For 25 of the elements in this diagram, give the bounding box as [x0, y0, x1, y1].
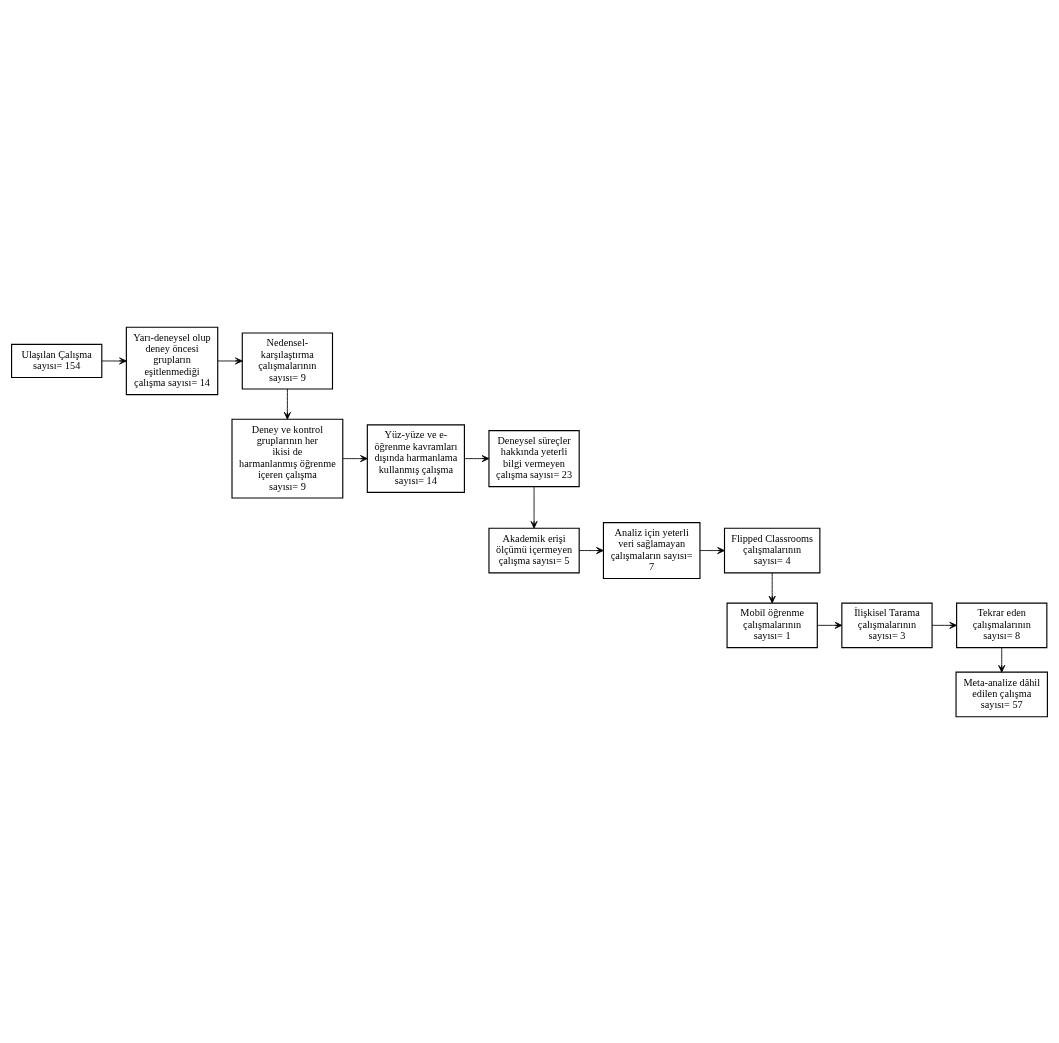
arrow [578, 546, 604, 554]
node-box: Mobil öğrenme çalışmalarının sayısı= 1 [726, 602, 818, 648]
arrow [342, 454, 368, 462]
arrow [217, 356, 243, 364]
arrow [283, 388, 291, 420]
node-box: Ulaşılan Çalışma sayısı= 154 [11, 343, 103, 378]
arrow [768, 572, 776, 603]
node-box: Yarı-deneysel olup deney öncesi grupların eşitlenmediği çalışma sayısı= 14 [125, 326, 219, 395]
node-box: Analiz için yeterli veri sağlamayan çalışmaların sayısı= 7 [602, 521, 701, 579]
node-box: Deney ve kontrol gruplarının her ikisi de harmanlanmış öğrenme içeren çalışma sayısı= 9 [231, 418, 344, 499]
node-box: Nedensel- karşılaştırma çalışmalarının sayısı= 9 [241, 331, 334, 389]
arrow [816, 621, 843, 629]
arrow [931, 621, 957, 629]
node-box: Tekrar eden çalışmalarının sayısı= 8 [956, 602, 1048, 648]
arrow [101, 356, 127, 364]
node-box: Meta-analize dâhil edilen çalışma sayısı= 57 [955, 671, 1048, 717]
node-box: İlişkisel Tarama çalışmalarının sayısı= 3 [841, 602, 933, 648]
node-box: Deneysel süreçler hakkında yeterli bilgi vermeyen çalışma sayısı= 23 [488, 429, 580, 487]
arrow [699, 546, 725, 554]
arrow [530, 485, 538, 529]
node-box: Yüz-yüze ve e- öğrenme kavramları dışında harmanlama kullanmış çalışma sayısı= 14 [366, 423, 465, 493]
arrow [464, 454, 490, 462]
node-box: Flipped Classrooms çalışmalarının sayısı= 4 [723, 527, 821, 573]
arrow [998, 646, 1006, 673]
node-box: Akademik erişi ölçümü içermeyen çalışma sayısı= 5 [488, 527, 580, 573]
